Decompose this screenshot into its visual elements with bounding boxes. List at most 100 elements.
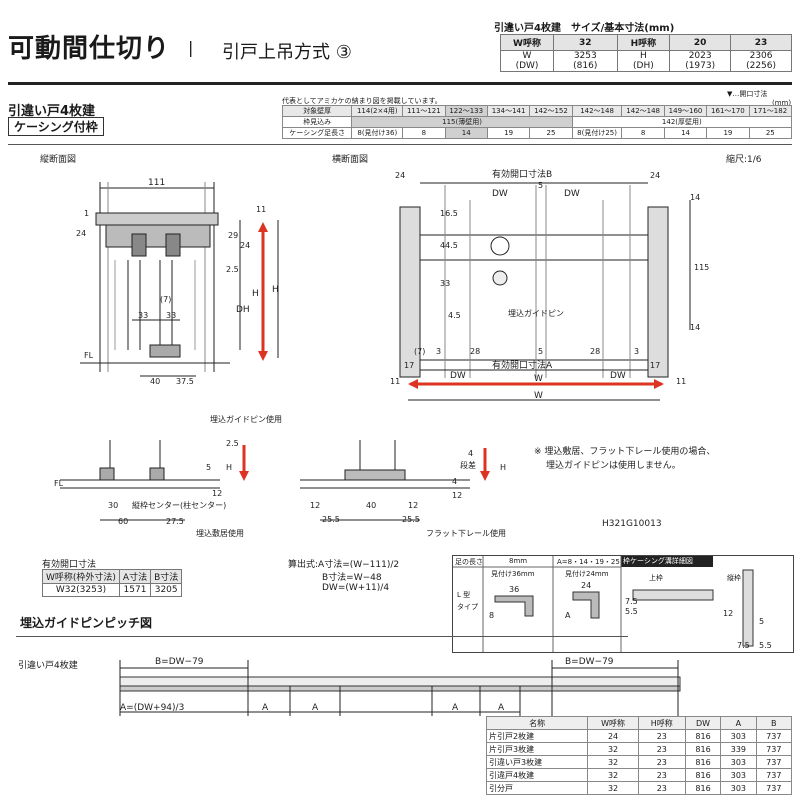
- sill-detail-drawing: [60, 440, 220, 521]
- pitch-head-cell: H呼称: [637, 716, 686, 730]
- dim-label: 16.5: [440, 209, 458, 218]
- pitch-table-cell: 303: [720, 781, 757, 795]
- casing-detail-panel: 足の長さ 8mm A=8・14・19・25mm 見付け36mm 見付け24mm …: [452, 555, 794, 653]
- size-cell: 3253(816): [553, 50, 618, 72]
- a-label: A: [312, 703, 319, 713]
- pitch-table-cell: 23: [637, 755, 686, 769]
- pitch-table-cell: 339: [720, 742, 757, 756]
- type-label: タイプ: [457, 603, 478, 611]
- b-right-label: B=DW−79: [565, 657, 614, 667]
- size-table-title: 引違い戸4枚建 サイズ/基本寸法(mm): [494, 23, 675, 34]
- dim-dh: DH: [236, 305, 250, 315]
- dim-w: W: [534, 374, 543, 384]
- wall-table-cell: 対象壁厚: [281, 105, 353, 117]
- product-code: H321G10013: [602, 519, 662, 529]
- dim-label: 24: [76, 229, 86, 238]
- dim-h: H: [252, 289, 259, 299]
- dim-label: 1: [84, 209, 89, 218]
- pitch-table-cell: 23: [637, 742, 686, 756]
- wall-table-cell: 171〜182: [748, 105, 793, 117]
- step-label: 段差: [460, 460, 476, 470]
- dim-label: 60: [118, 517, 128, 526]
- pitch-table-cell: 737: [755, 729, 793, 743]
- face-24-label: 見付け24mm: [565, 570, 609, 578]
- l-type-label: L 型: [457, 591, 471, 599]
- wall-table-cell: 25: [748, 127, 793, 139]
- dim-label: 7.5: [737, 641, 750, 650]
- pitch-head-cell: DW: [684, 716, 722, 730]
- guide-rail: [119, 676, 681, 687]
- wall-table-cell: 142(厚壁用): [571, 116, 793, 128]
- size-w-value: 3253: [573, 51, 597, 61]
- title-separator: |: [188, 38, 194, 57]
- size-h23-value: 2306: [749, 51, 773, 61]
- wall-table-cell: 枠見込み: [281, 116, 353, 128]
- sill-block: [149, 467, 165, 481]
- guide-pin-circle: [490, 236, 510, 256]
- upper-rail: [105, 224, 211, 248]
- guide-pin-circle: [492, 270, 508, 286]
- eff-head: W呼称(枠外寸法): [42, 569, 120, 584]
- dim-label: 44.5: [440, 241, 458, 250]
- formula-line-1: 算出式:A寸法=(W−111)/2: [288, 560, 400, 570]
- effective-b-label: 有効開口寸法B: [492, 168, 552, 180]
- dim-label: 33: [138, 311, 148, 320]
- wall-table-cell: 8: [621, 127, 665, 139]
- casing-detail-svg: 36 8 24 A 7.5 5.5 12 7.5 5.5 5: [453, 556, 772, 652]
- formula-line-2: B寸法=W−48: [322, 573, 382, 583]
- dim-label: 36: [509, 585, 519, 594]
- size-head-w: W呼称: [500, 34, 554, 51]
- col-8-label: 8mm: [509, 557, 528, 565]
- eff-head: B寸法: [150, 569, 183, 584]
- pitch-table-cell: 23: [637, 781, 686, 795]
- casing-label: ケーシング付枠: [8, 117, 104, 136]
- a-label: A: [452, 703, 459, 713]
- dim-dw: DW: [492, 189, 508, 199]
- a-label: A: [262, 703, 269, 713]
- flat-rail-detail-drawing: [300, 440, 470, 521]
- section-drawings: 縦断面図 横断面図 縮尺:1/6 111 1 24 11 29 24 2.5 D…: [40, 153, 762, 538]
- effective-table-title: 有効開口寸法: [42, 560, 97, 570]
- head-frame: [95, 212, 219, 226]
- arrow-head: [408, 379, 418, 389]
- flat-rail-use-label: フラット下レール使用: [426, 528, 506, 538]
- sill-block: [99, 467, 115, 481]
- dim-dw: DW: [564, 189, 580, 199]
- effective-table: W呼称(枠外寸法) A寸法 B寸法 W32(3253) 1571 3205: [42, 569, 183, 597]
- dim-label: 5: [538, 347, 543, 356]
- unit-label: (mm): [772, 99, 792, 107]
- size-head-23: 23: [730, 34, 792, 51]
- center-label: 縦枠センター(柱センター): [132, 500, 226, 510]
- wall-table-cell: 14: [444, 127, 488, 139]
- wall-table-cell: 25: [529, 127, 573, 139]
- wall-table-cell: 19: [486, 127, 531, 139]
- dim-label: 7.5: [625, 597, 638, 606]
- dim-label: 24: [650, 171, 660, 180]
- sill-use-label: 埋込敷居使用: [196, 528, 244, 538]
- size-cell: W(DW): [500, 50, 554, 72]
- dim-label: 5.5: [625, 607, 638, 616]
- dim-label: 3: [634, 347, 639, 356]
- wall-table-cell: 19: [706, 127, 750, 139]
- pitch-title: 埋込ガイドピンピッチ図: [20, 616, 153, 630]
- size-head-20: 20: [669, 34, 732, 51]
- dim-label: 33: [440, 279, 450, 288]
- pitch-table-cell: 737: [755, 781, 793, 795]
- dim-label: (7): [160, 295, 171, 304]
- dim-label: 12: [212, 489, 222, 498]
- pitch-head-cell: B: [755, 716, 793, 730]
- flat-rail: [344, 469, 406, 481]
- wall-table-cell: 161〜170: [706, 105, 750, 117]
- size-head-32: 32: [553, 34, 618, 51]
- dim-label: 25.5: [402, 515, 420, 524]
- pitch-table-cell: 32: [587, 781, 639, 795]
- fl-label: FL: [84, 351, 94, 360]
- dim-label: 37.5: [176, 377, 194, 386]
- guide-rail: [119, 685, 681, 692]
- size-dh-label: (DH): [633, 61, 654, 71]
- a-label: A: [498, 703, 505, 713]
- wall-table-cell: 8(見付け25): [571, 127, 623, 139]
- page-subtitle: 引戸上吊方式 ③: [222, 42, 352, 63]
